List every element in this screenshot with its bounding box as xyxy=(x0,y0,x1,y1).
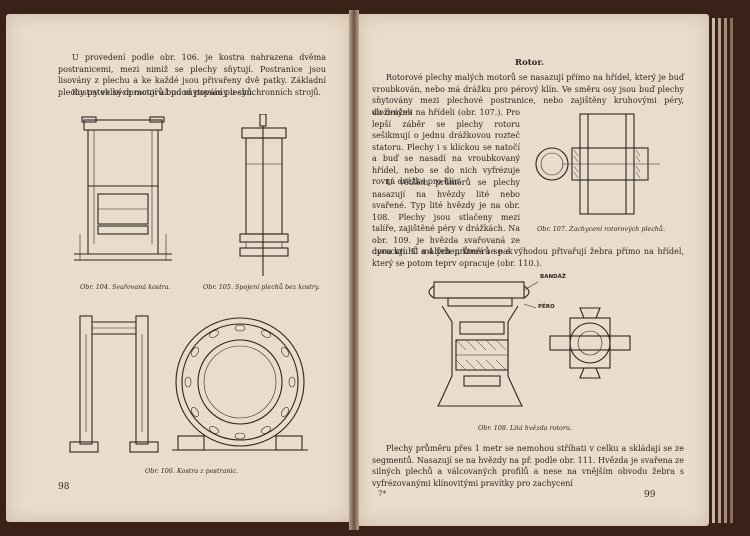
paragraph: Rotorové plechy malých motorů se nasazuj… xyxy=(372,73,684,117)
figure-106-caption: Obr. 106. Kostra z postranic. xyxy=(145,467,239,475)
paragraph: Plechy průměru přes 1 metr se nemohou st… xyxy=(372,444,684,488)
page-number-right: 99 xyxy=(644,490,656,500)
figure-106-front xyxy=(172,317,308,451)
figure-106-side xyxy=(69,315,159,453)
book-gutter xyxy=(349,10,359,530)
label-pero: PÉRO xyxy=(538,304,555,310)
figure-105-caption: Obr. 105. Spojení plechů bez kostry. xyxy=(203,283,320,291)
paragraph: U větších průměrů se plechy nasazují na … xyxy=(372,178,520,256)
section-heading: Rotor. xyxy=(515,58,544,68)
page-number-left: 98 xyxy=(58,482,70,492)
page-edges xyxy=(718,18,721,523)
figure-104 xyxy=(74,116,172,261)
paragraph: Kostry velkých motorů budou popsány u sy… xyxy=(72,88,322,97)
figure-107-caption: Obr. 107. Zachycení rotorových plechů. xyxy=(537,225,666,233)
paragraph: do drážek na hřídeli (obr. 107.). Pro le… xyxy=(372,108,520,186)
paragraph: opracují. U malých průměrů se s výhodou … xyxy=(372,247,684,268)
figure-108-caption: Obr. 108. Litá hvězda rotoru. xyxy=(478,424,573,432)
right-page xyxy=(357,14,709,526)
label-bandaz: BANDÁŽ xyxy=(540,274,566,280)
page-edges xyxy=(724,18,727,523)
paragraph: U provedení podle obr. 106. je kostra na… xyxy=(58,53,326,97)
figure-107 xyxy=(535,113,660,215)
page-edges xyxy=(730,18,733,523)
figure-104-caption: Obr. 104. Svařovaná kostra. xyxy=(80,283,171,291)
figure-108 xyxy=(428,281,631,407)
page-edges xyxy=(712,18,715,523)
printer-signature: 7* xyxy=(378,490,386,498)
figure-105 xyxy=(239,114,289,276)
